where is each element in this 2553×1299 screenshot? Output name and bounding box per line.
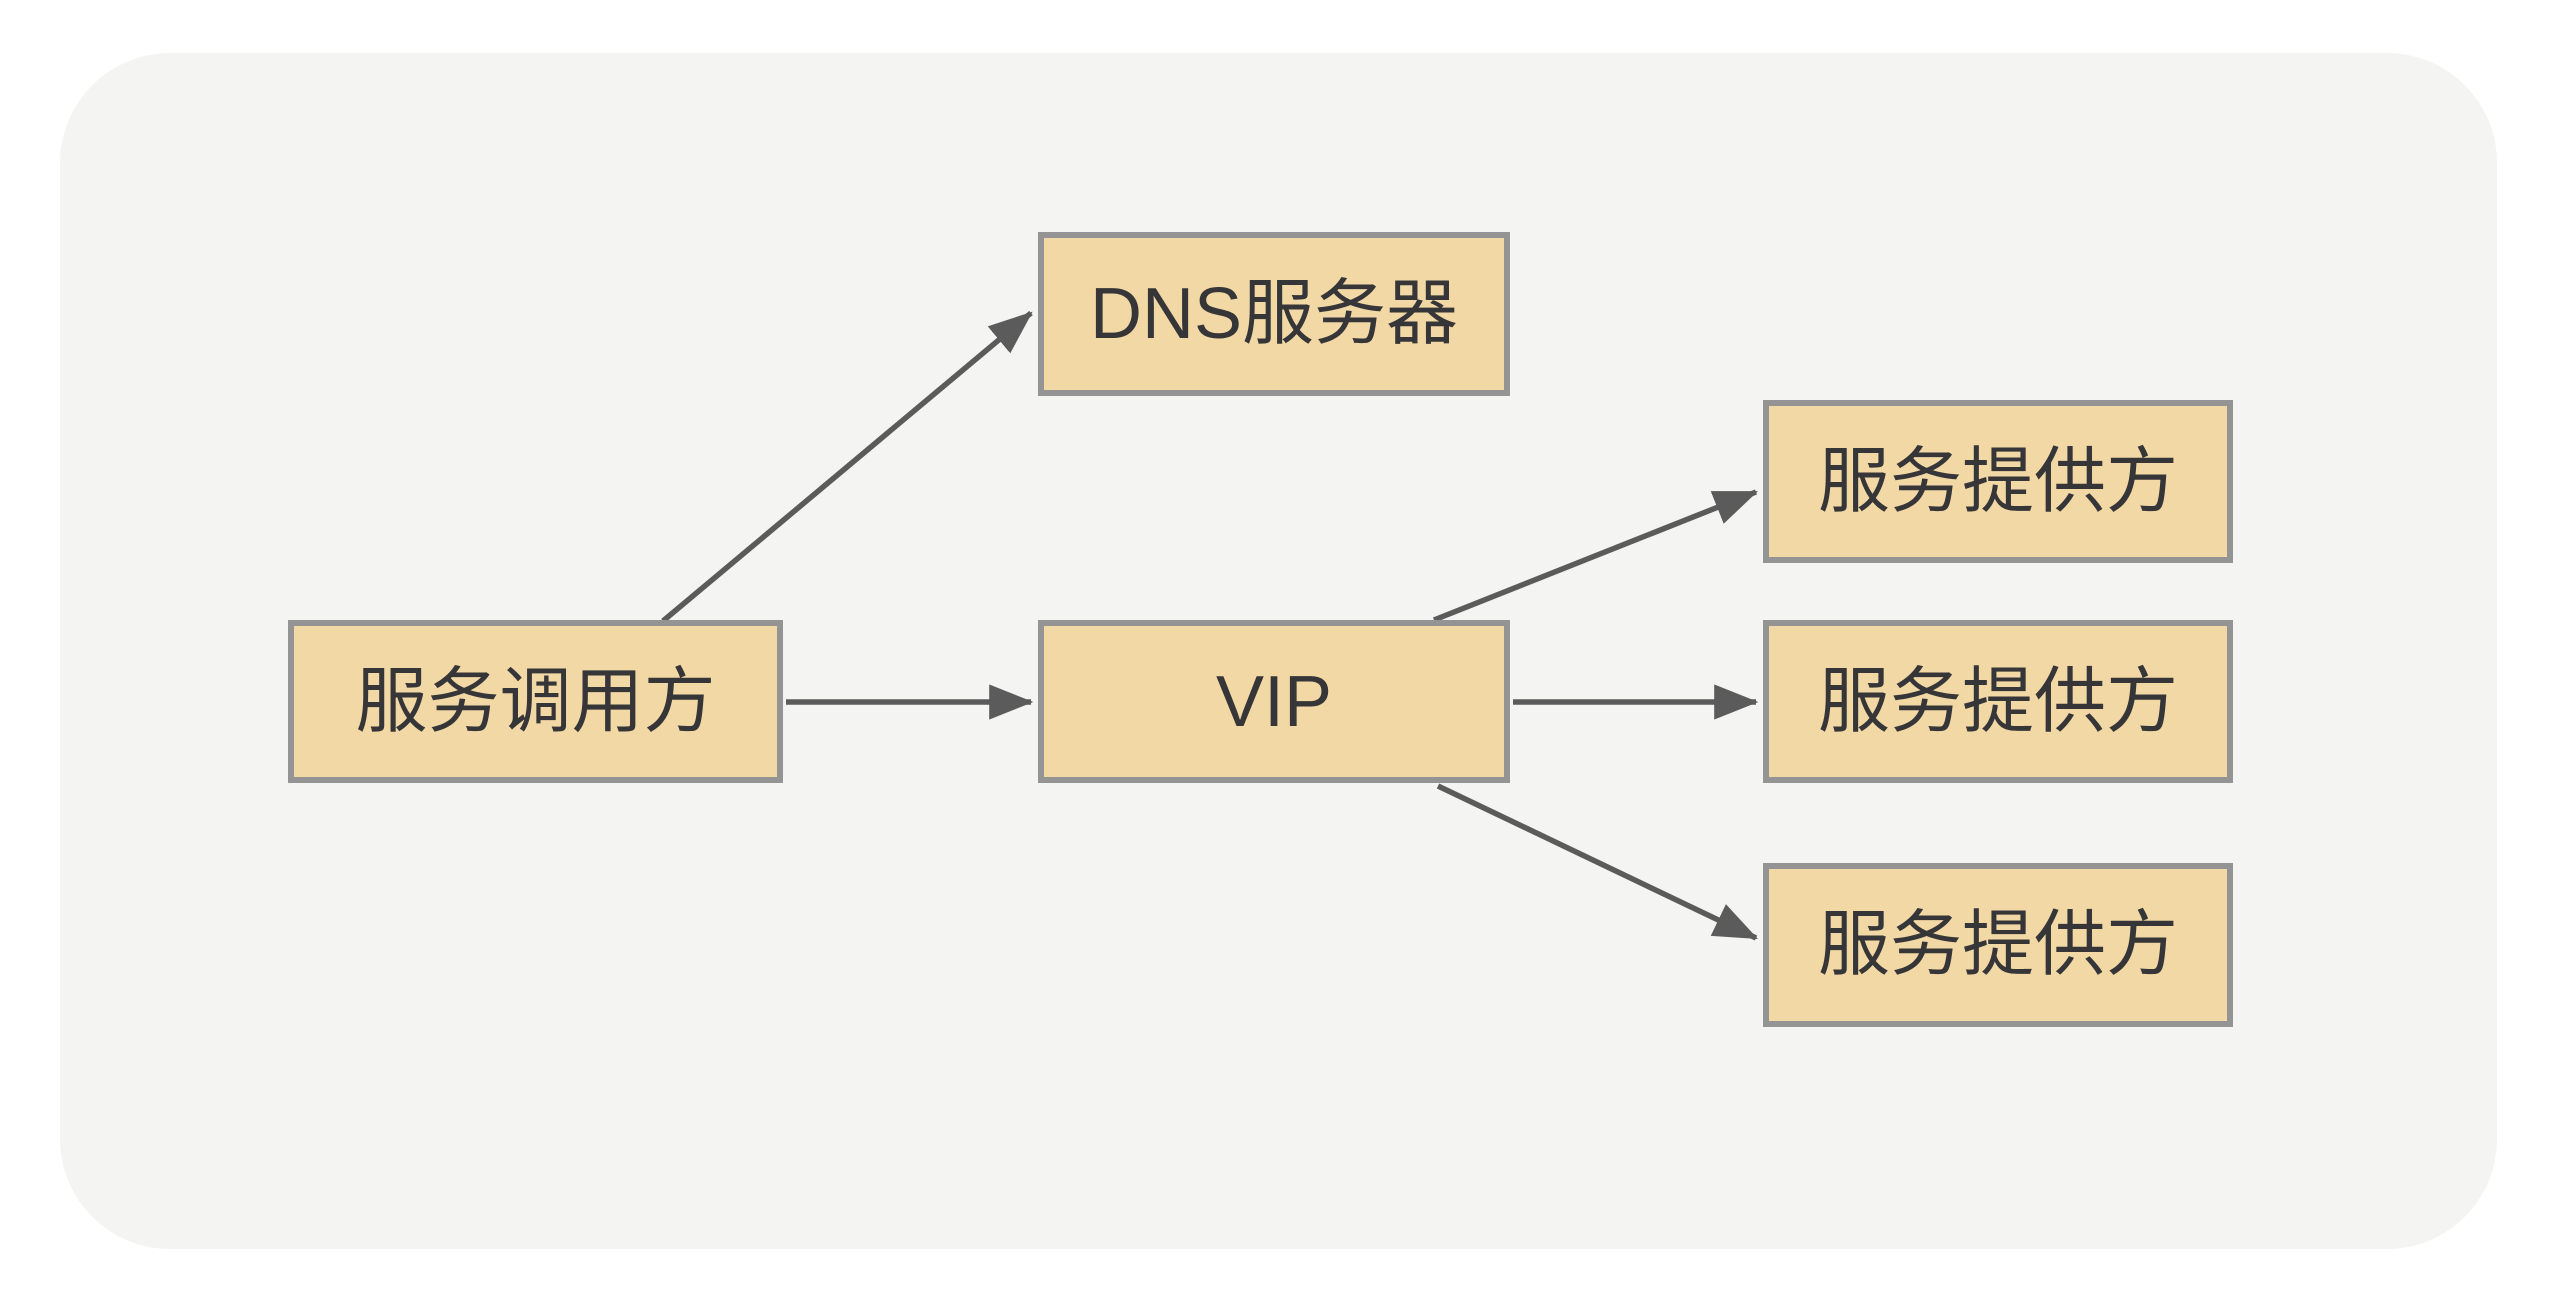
node-dns-server: DNS服务器	[1038, 232, 1510, 396]
node-service-provider-2: 服务提供方	[1763, 620, 2233, 783]
node-service-provider-3: 服务提供方	[1763, 863, 2233, 1027]
node-service-provider-3-label: 服务提供方	[1817, 905, 2178, 985]
node-service-caller-label: 服务调用方	[355, 661, 716, 742]
node-vip: VIP	[1038, 620, 1510, 783]
node-dns-server-label: DNS服务器	[1089, 274, 1459, 354]
node-service-provider-2-label: 服务提供方	[1817, 661, 2178, 742]
node-service-provider-1-label: 服务提供方	[1817, 441, 2178, 522]
node-service-caller: 服务调用方	[288, 620, 783, 783]
node-vip-label: VIP	[1215, 661, 1333, 742]
node-service-provider-1: 服务提供方	[1763, 400, 2233, 563]
